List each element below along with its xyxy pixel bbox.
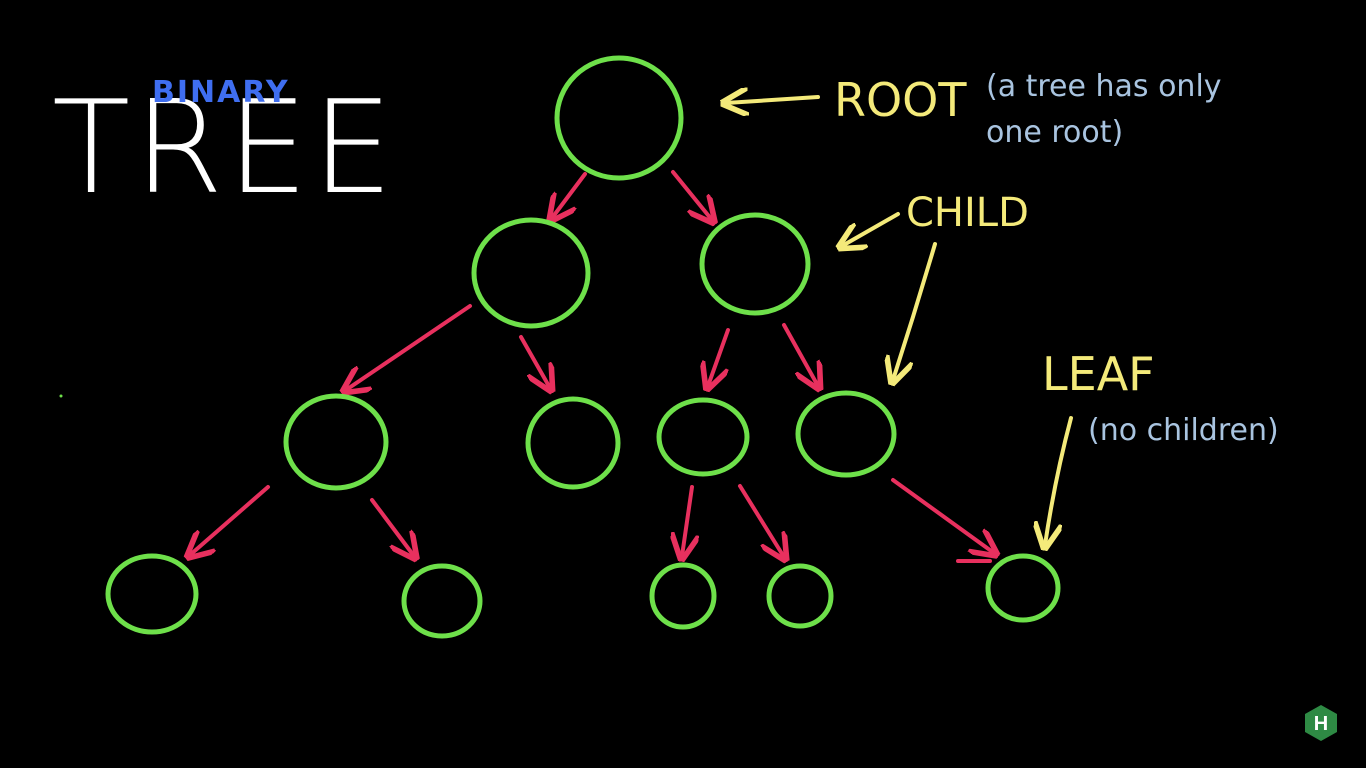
node-l2-c (656, 397, 750, 477)
child-pointer-arrow-2 (893, 242, 937, 380)
root-label: ROOT (834, 73, 967, 127)
edge-root-to-right (671, 170, 712, 220)
node-l3-c (649, 562, 717, 630)
root-pointer-arrow (726, 97, 820, 103)
edge-left-to-l2b (519, 335, 550, 388)
child-pointer-arrow (842, 212, 900, 246)
leaf-note: (no children) (1088, 413, 1279, 448)
node-root (554, 55, 684, 181)
node-l2-d (795, 390, 897, 478)
title-binary: BINARY (152, 75, 290, 110)
node-l3-b (401, 563, 483, 639)
node-l1-left (471, 217, 591, 329)
leaf-pointer-arrow (1045, 416, 1073, 545)
tree-nodes (105, 55, 1061, 639)
node-l2-b (525, 396, 621, 490)
child-label: CHILD (906, 190, 1029, 236)
leaf-label: LEAF (1042, 347, 1155, 401)
edge-l2a-to-l3b (370, 498, 414, 556)
edge-right-to-l2d (782, 323, 818, 386)
title-tree: TREE (52, 74, 397, 223)
edge-left-to-l2a (346, 304, 472, 390)
node-l3-a (105, 553, 199, 635)
edge-l2c-to-l3c (682, 485, 692, 556)
node-l3-d (766, 563, 834, 629)
root-note-line1: (a tree has only (986, 69, 1222, 104)
edge-l2d-to-l3e (891, 478, 994, 553)
hexagon-logo-icon: H (1305, 705, 1337, 741)
edge-l2a-to-l3a (190, 485, 270, 555)
node-l1-right (699, 212, 811, 316)
stray-dot (59, 394, 63, 398)
root-note-line2: one root) (986, 115, 1123, 150)
logo-letter: H (1314, 713, 1328, 735)
edge-right-to-l2c (708, 328, 730, 386)
edge-l2c-to-l3d (738, 484, 784, 557)
edge-root-to-left (552, 172, 587, 218)
node-l2-a (283, 393, 389, 491)
node-l3-e (985, 553, 1061, 623)
tree-edges (190, 170, 994, 561)
